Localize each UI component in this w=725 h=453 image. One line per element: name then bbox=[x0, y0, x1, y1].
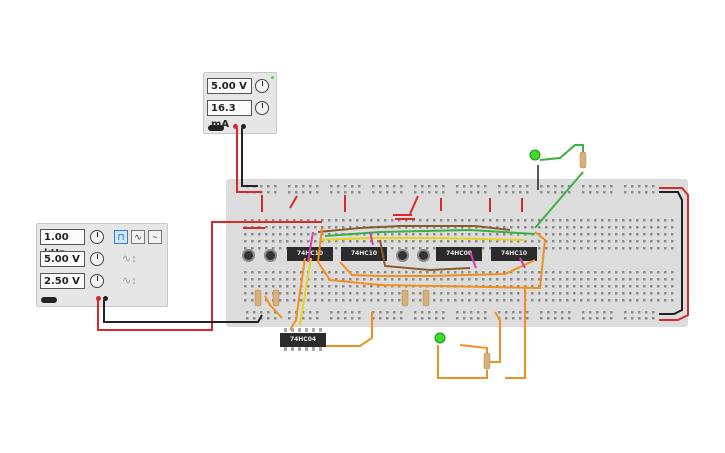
amplitude-knob[interactable] bbox=[90, 252, 104, 266]
offset-wave-icon: ∿↕ bbox=[122, 275, 137, 287]
current-knob[interactable] bbox=[255, 101, 269, 115]
led-bottom[interactable] bbox=[434, 332, 446, 344]
frequency-knob[interactable] bbox=[90, 230, 104, 244]
triangle-wave-button[interactable]: ∿ bbox=[131, 230, 145, 244]
chip-74hc00[interactable]: 74HC00 bbox=[436, 247, 482, 261]
led-top[interactable] bbox=[529, 149, 541, 161]
power-switch[interactable] bbox=[208, 125, 224, 131]
push-button-1[interactable] bbox=[242, 249, 255, 262]
dc-power-supply[interactable]: 5.00 V 16.3 mA bbox=[203, 72, 277, 134]
generator-positive-terminal[interactable] bbox=[96, 296, 101, 301]
voltage-knob[interactable] bbox=[255, 79, 269, 93]
current-display: 16.3 mA bbox=[207, 100, 252, 130]
power-indicator-icon bbox=[271, 76, 274, 79]
amplitude-wave-icon: ∿↕ bbox=[122, 253, 137, 265]
chip-74hc10-2[interactable]: 74HC10 bbox=[341, 247, 387, 261]
push-button-2[interactable] bbox=[264, 249, 277, 262]
voltage-display: 5.00 V bbox=[207, 78, 252, 94]
square-wave-button[interactable]: ⊓ bbox=[114, 230, 128, 244]
push-button-4[interactable] bbox=[417, 249, 430, 262]
generator-power-switch[interactable] bbox=[41, 297, 57, 303]
chip-74hc10-3[interactable]: 74HC10 bbox=[491, 247, 537, 261]
chip-74hc04[interactable]: 74HC04 bbox=[280, 333, 326, 347]
negative-terminal[interactable] bbox=[241, 124, 246, 129]
amplitude-display: 5.00 V bbox=[40, 251, 85, 267]
positive-terminal[interactable] bbox=[233, 124, 238, 129]
offset-display: 2.50 V bbox=[40, 273, 85, 289]
push-button-3[interactable] bbox=[396, 249, 409, 262]
sine-wave-button[interactable]: ~ bbox=[148, 230, 162, 244]
function-generator[interactable]: 1.00 kHz ⊓ ∿ ~ 5.00 V ∿↕ 2.50 V ∿↕ bbox=[36, 223, 168, 307]
generator-negative-terminal[interactable] bbox=[103, 296, 108, 301]
offset-knob[interactable] bbox=[90, 274, 104, 288]
